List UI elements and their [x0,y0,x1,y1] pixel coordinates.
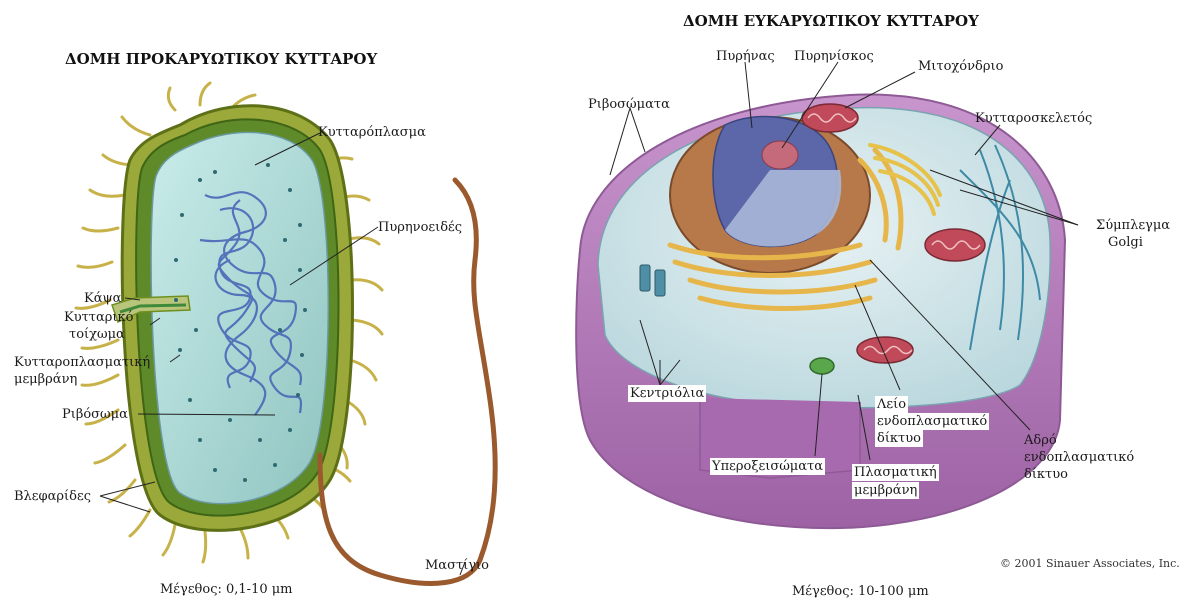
label-cell-wall-line2: τοίχωμα [69,326,125,343]
label-rough-er-line3: δίκτυο [1024,466,1068,483]
nucleolus [762,141,798,169]
label-rough-er-line1: Αδρό [1024,432,1057,449]
label-smooth-er-line2: ενδοπλασματικό [875,413,989,430]
label-ribosomes: Ριβοσώματα [588,96,670,113]
label-nucleolus: Πυρηνίσκος [794,48,874,65]
label-smooth-er-line3: δίκτυο [875,430,923,447]
label-ribosome: Ριβόσωμα [62,406,128,423]
label-mitochondrion: Μιτοχόνδριο [918,58,1003,75]
prokaryote-title: ΔΟΜΗ ΠΡΟΚΑΡΥΩΤΙΚΟΥ ΚΥΤΤΑΡΟΥ [65,50,377,68]
copyright: © 2001 Sinauer Associates, Inc. [1000,557,1180,570]
label-capsule: Κάψα [84,290,121,307]
label-golgi-line1: Σύμπλεγμα [1096,217,1170,234]
label-membrane-line2: μεμβράνη [14,371,77,388]
eukaryote-size: Μέγεθος: 10-100 μm [792,584,929,599]
eukaryote-title: ΔΟΜΗ ΕΥΚΑΡΥΩΤΙΚΟΥ ΚΥΤΤΑΡΟΥ [683,12,979,30]
label-rough-er-line2: ενδοπλασματικό [1024,449,1134,466]
label-smooth-er-line1: Λείο [875,396,908,413]
prokaryote-cell [76,83,495,583]
label-plasma-membrane-line2: μεμβράνη [852,482,919,499]
label-peroxisomes: Υπεροξεισώματα [710,458,825,475]
label-membrane-line1: Κυτταροπλασματική [14,354,150,371]
label-pili: Βλεφαρίδες [14,488,91,505]
peroxisome [810,358,834,374]
label-plasma-membrane-line1: Πλασματική [852,464,939,481]
label-centrioles: Κεντριόλια [628,385,706,402]
label-nucleus: Πυρήνας [716,48,775,65]
label-flagellum: Μαστίγιο [425,557,489,574]
label-golgi-line2: Golgi [1108,234,1143,251]
label-cytoplasm: Κυτταρόπλασμα [318,124,426,141]
eukaryote-cell [576,62,1078,528]
label-cell-wall-line1: Κυτταρικό [64,309,133,326]
label-nucleoid: Πυρηνοειδές [378,219,462,236]
prokaryote-size: Μέγεθος: 0,1-10 μm [160,582,293,597]
label-cytoskeleton: Κυτταροσκελετός [975,110,1092,127]
